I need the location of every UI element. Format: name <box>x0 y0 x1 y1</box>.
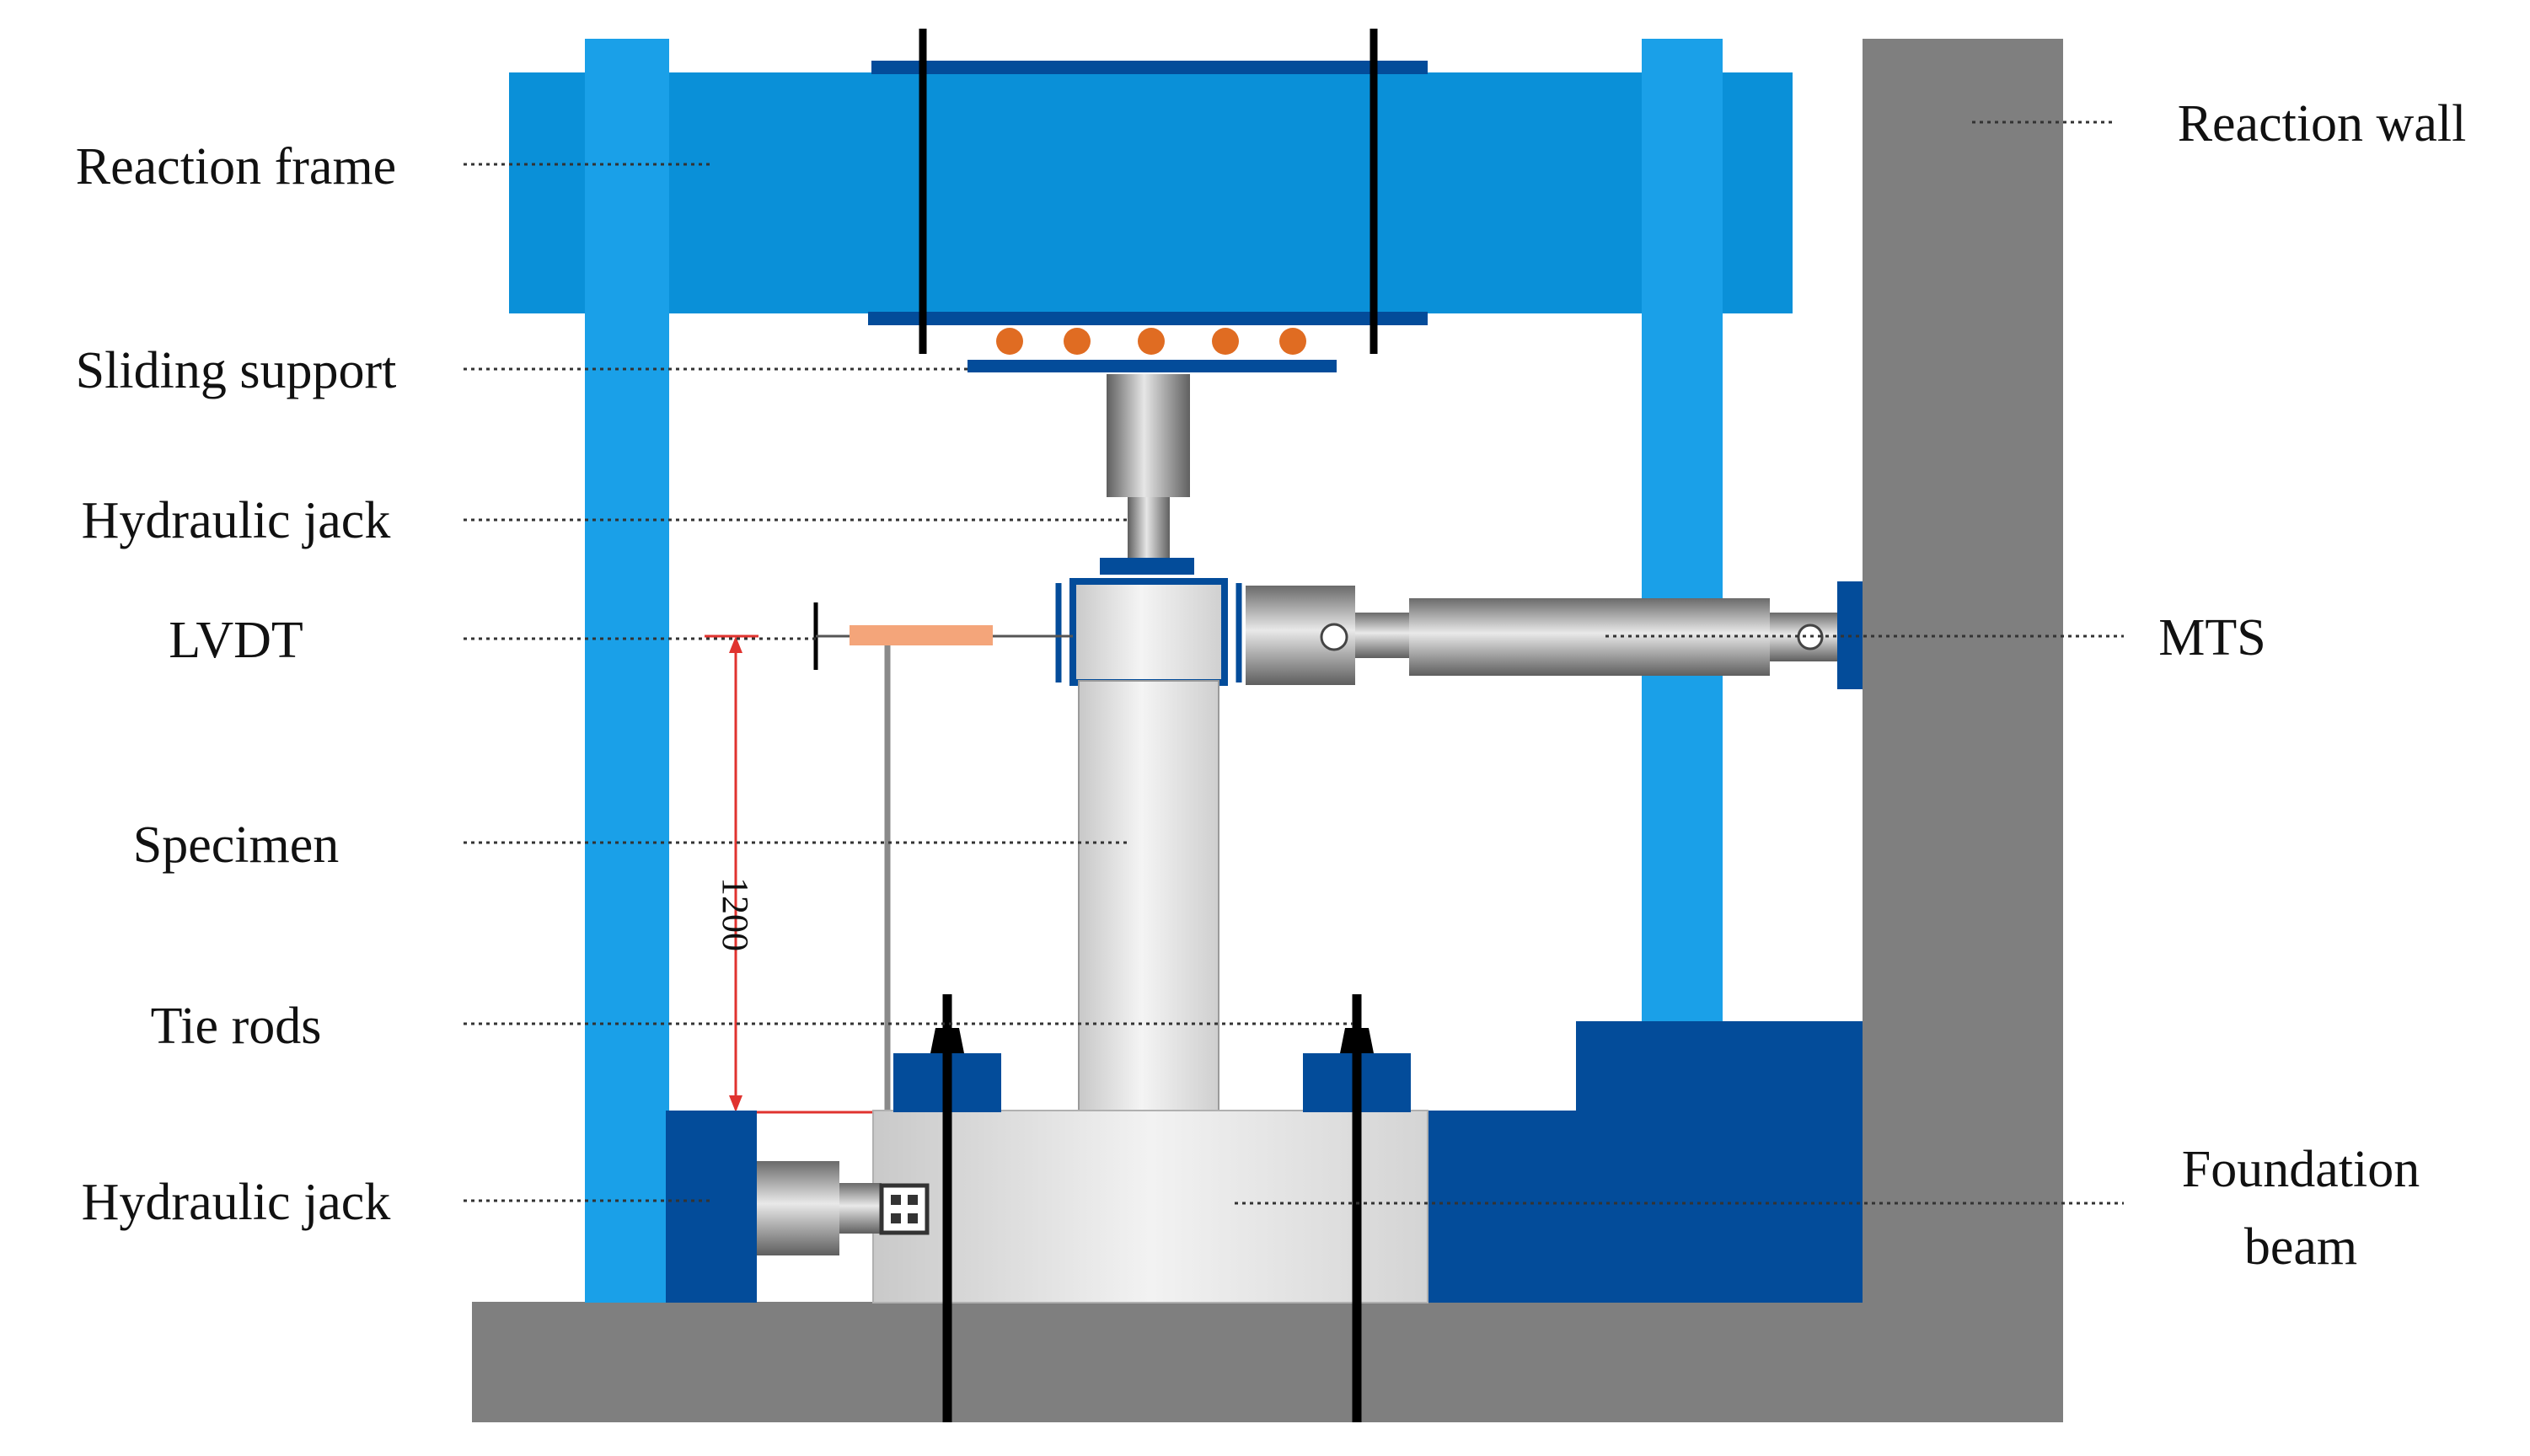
label-reaction-wall: Reaction wall <box>2178 95 2467 153</box>
label-sliding-support: Sliding support <box>76 342 397 399</box>
foundation-beam <box>872 1110 1428 1303</box>
mts-cylinder <box>1409 598 1770 676</box>
right-reaction-block-low <box>1428 1111 1579 1303</box>
jack-head <box>1100 558 1194 575</box>
label-reaction-frame: Reaction frame <box>76 138 396 195</box>
jack-clamp-bolt <box>908 1195 918 1205</box>
label-hydraulic-jack-bottom: Hydraulic jack <box>82 1174 391 1231</box>
beam-bottom-flange <box>868 312 1428 325</box>
strong-floor <box>472 1302 2063 1422</box>
sliding-plate <box>968 360 1337 372</box>
jack-clamp <box>879 1183 930 1235</box>
label-tie-rods: Tie rods <box>151 998 322 1055</box>
label-foundation-beam-line2: beam <box>2244 1218 2357 1276</box>
right-reaction-block <box>1576 1021 1863 1303</box>
vertical-jack-piston <box>1128 497 1170 558</box>
dimension-arrow-top <box>729 636 742 653</box>
left-column <box>585 39 669 1303</box>
mts-pin-left <box>1320 623 1348 651</box>
label-mts: MTS <box>2158 609 2265 666</box>
label-specimen: Specimen <box>133 816 340 874</box>
left-jack-block <box>666 1111 757 1303</box>
tie-rod-left-nut <box>930 1028 964 1053</box>
label-foundation-beam-line1: Foundation <box>2182 1141 2420 1198</box>
horizontal-jack-body <box>757 1161 839 1255</box>
roller <box>1064 328 1091 355</box>
lvdt-sensor <box>850 625 993 645</box>
specimen-column <box>1078 680 1219 1111</box>
label-lvdt: LVDT <box>169 612 303 669</box>
reaction-wall <box>1863 39 2063 1422</box>
mts-rod <box>1355 613 1409 658</box>
roller <box>1279 328 1306 355</box>
dimension-label: 1200 <box>715 877 756 951</box>
label-hydraulic-jack-top: Hydraulic jack <box>82 492 391 549</box>
roller <box>1212 328 1239 355</box>
horizontal-jack-piston <box>839 1183 882 1234</box>
jack-clamp-bolt <box>891 1213 901 1223</box>
tie-rod-right-nut <box>1340 1028 1374 1053</box>
beam-top-flange <box>871 61 1428 74</box>
roller <box>1138 328 1165 355</box>
roller <box>996 328 1023 355</box>
vertical-jack-body <box>1107 374 1190 497</box>
jack-clamp-bolt <box>908 1213 918 1223</box>
dimension-arrow-bottom <box>729 1095 742 1112</box>
reaction-frame-beam <box>509 72 1793 313</box>
loading-cap <box>1069 578 1228 686</box>
jack-clamp-bolt <box>891 1195 901 1205</box>
